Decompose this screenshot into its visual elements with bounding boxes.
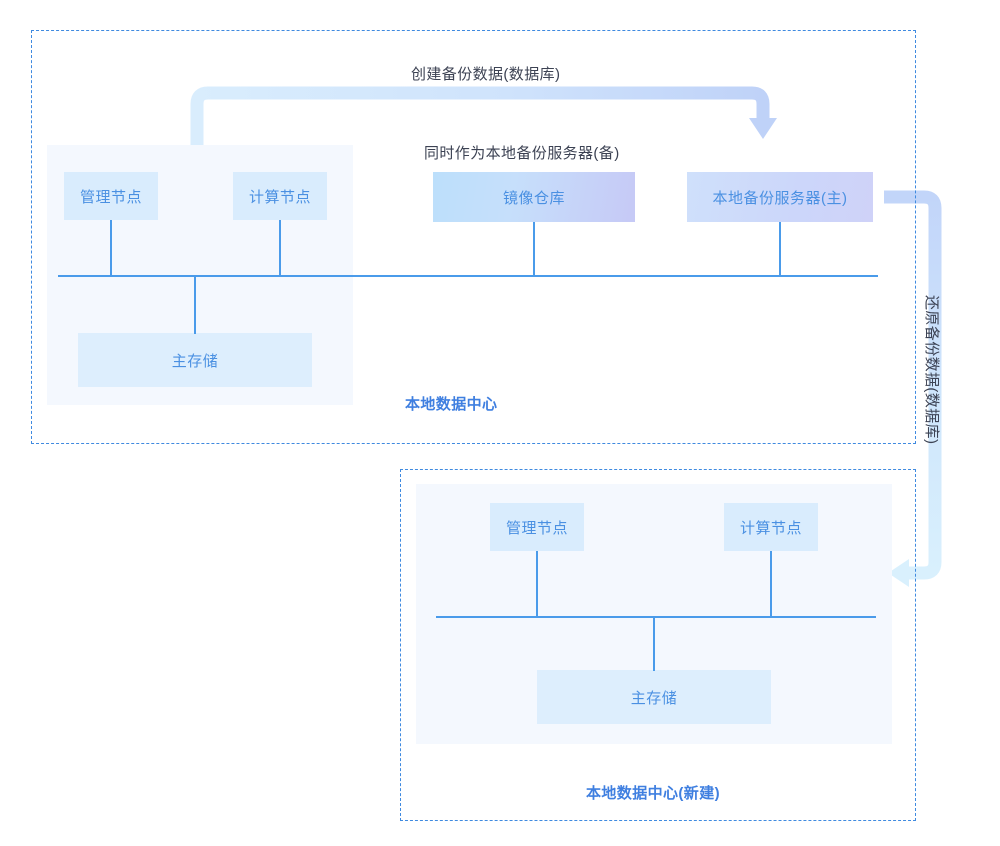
region-local-datacenter — [31, 30, 916, 444]
connector-primary-storage-bottom — [653, 617, 655, 671]
node-compute-bottom[interactable]: 计算节点 — [724, 503, 818, 551]
node-image-registry[interactable]: 镜像仓库 — [433, 172, 635, 222]
node-primary-storage-top[interactable]: 主存储 — [78, 333, 312, 387]
bus-line-bottom — [436, 616, 876, 618]
label-local-datacenter: 本地数据中心 — [405, 396, 498, 413]
connector-compute-bottom — [770, 551, 772, 617]
connector-primary-storage-top — [194, 276, 196, 334]
node-compute-top[interactable]: 计算节点 — [233, 172, 327, 220]
node-primary-storage-bottom[interactable]: 主存储 — [537, 670, 771, 724]
caption-also-local-backup-server: 同时作为本地备份服务器(备) — [424, 145, 620, 162]
region-local-datacenter-new — [400, 469, 916, 821]
connector-compute-top — [279, 220, 281, 276]
connector-image-registry — [533, 222, 535, 276]
caption-create-backup-data: 创建备份数据(数据库) — [411, 66, 561, 83]
connector-management-top — [110, 220, 112, 276]
connector-backup-server — [779, 222, 781, 276]
bus-line-top — [58, 275, 878, 277]
node-local-backup-server-primary[interactable]: 本地备份服务器(主) — [687, 172, 873, 222]
node-management-top[interactable]: 管理节点 — [64, 172, 158, 220]
connector-management-bottom — [536, 551, 538, 617]
node-management-bottom[interactable]: 管理节点 — [490, 503, 584, 551]
label-local-datacenter-new: 本地数据中心(新建) — [586, 785, 720, 802]
caption-restore-backup-data: 还原备份数据(数据库) — [923, 295, 940, 445]
